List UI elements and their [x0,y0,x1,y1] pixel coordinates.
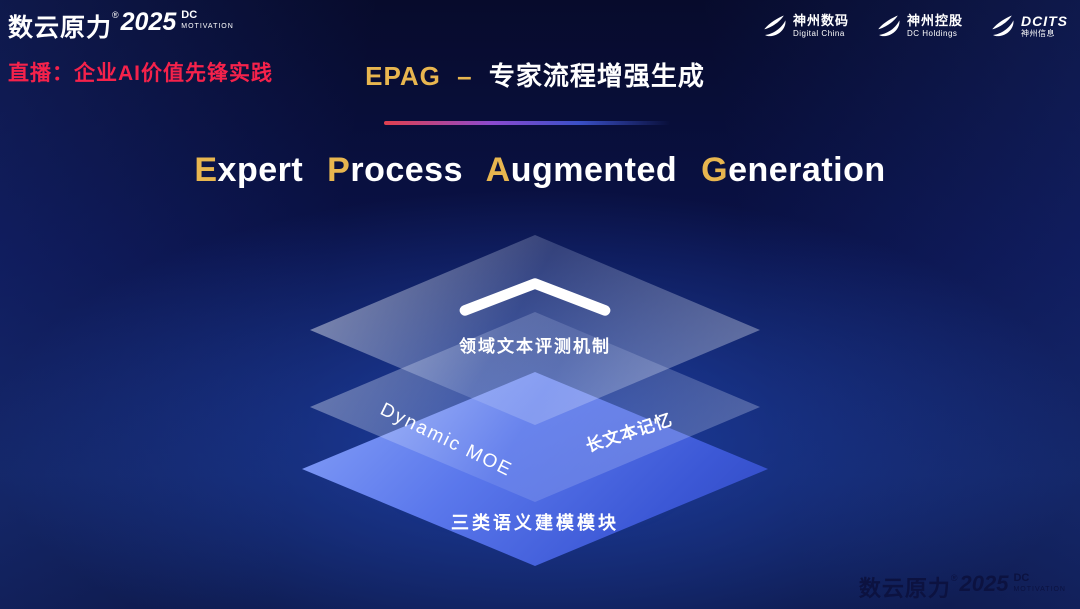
headline-initial: P [327,151,351,189]
partner-digital-china: 神州数码 Digital China [761,13,849,39]
slide-title-chinese: 专家流程增强生成 [488,61,705,91]
brand-tag-dc: DC [1013,572,1030,584]
brand-tag-motivation: MOTIVATION [181,23,234,30]
headline: Expert Process Augmented Generation [194,151,885,190]
brand-logo-bottom-right: 数云原力 ® 2025 DC MOTIVATION [859,571,1066,603]
brand-tag-motivation: MOTIVATION [1013,586,1066,593]
brand-registered-mark: ® [950,573,958,583]
partner-name: 神州数码 [792,12,849,28]
headline-rest: xpert [217,151,304,189]
top-layer-label: 领域文本评测机制 [459,337,611,356]
brand-tagline: DC MOTIVATION [181,9,234,31]
headline-rest: rocess [350,151,463,189]
headline-word: Augmented [486,151,678,189]
partner-text: DCITS 神州信息 [1021,13,1068,38]
partner-dc-holdings: 神州控股 DC Holdings [875,13,963,39]
headline-initial: E [194,151,218,189]
partner-logos: 神州数码 Digital China 神州控股 DC Holdings DCIT… [761,13,1068,39]
partner-name: 神州控股 [906,12,963,28]
slide-title-separator: – [457,61,473,91]
brand-registered-mark: ® [112,10,119,20]
partner-subtitle: Digital China [792,28,845,38]
partner-text: 神州控股 DC Holdings [906,12,963,38]
brand-logo-top-left: 数云原力 ® 2025 DC MOTIVATION [8,8,234,44]
partner-subtitle: 神州信息 [1021,29,1055,39]
brand-name: 数云原力 [858,576,951,601]
brand-tag-dc: DC [181,9,198,21]
partner-name: DCITS [1021,13,1068,30]
layer-stack-diagram: 领域文本评测机制 Dynamic MOE 长文本记忆 三类语义建模模块 [302,235,768,573]
headline-initial: G [701,151,729,189]
headline-rest: ugmented [510,151,678,189]
brand-year: 2025 [959,571,1009,596]
dc-holdings-swoosh-icon [878,15,900,37]
partner-subtitle: DC Holdings [906,28,958,38]
slide-title-acronym: EPAG [365,61,441,91]
partner-dcits: DCITS 神州信息 [989,13,1068,39]
digital-china-swoosh-icon [764,15,786,37]
dcits-swoosh-icon [992,15,1014,37]
gradient-divider [384,121,670,125]
brand-tagline: DC MOTIVATION [1013,572,1066,594]
bottom-layer-label: 三类语义建模模块 [451,513,619,533]
live-banner: 直播：企业AI价值先锋实践 [8,62,273,85]
brand-year: 2025 [120,8,177,36]
partner-text: 神州数码 Digital China [792,12,849,38]
brand-name: 数云原力 [8,14,113,42]
headline-rest: eneration [728,151,886,189]
headline-word: Expert [194,151,303,189]
headline-word: Process [327,151,463,189]
slide-title: EPAG – 专家流程增强生成 [365,56,705,93]
chevron-up-icon [459,278,611,316]
headline-word: Generation [701,151,886,189]
headline-initial: A [485,151,511,189]
